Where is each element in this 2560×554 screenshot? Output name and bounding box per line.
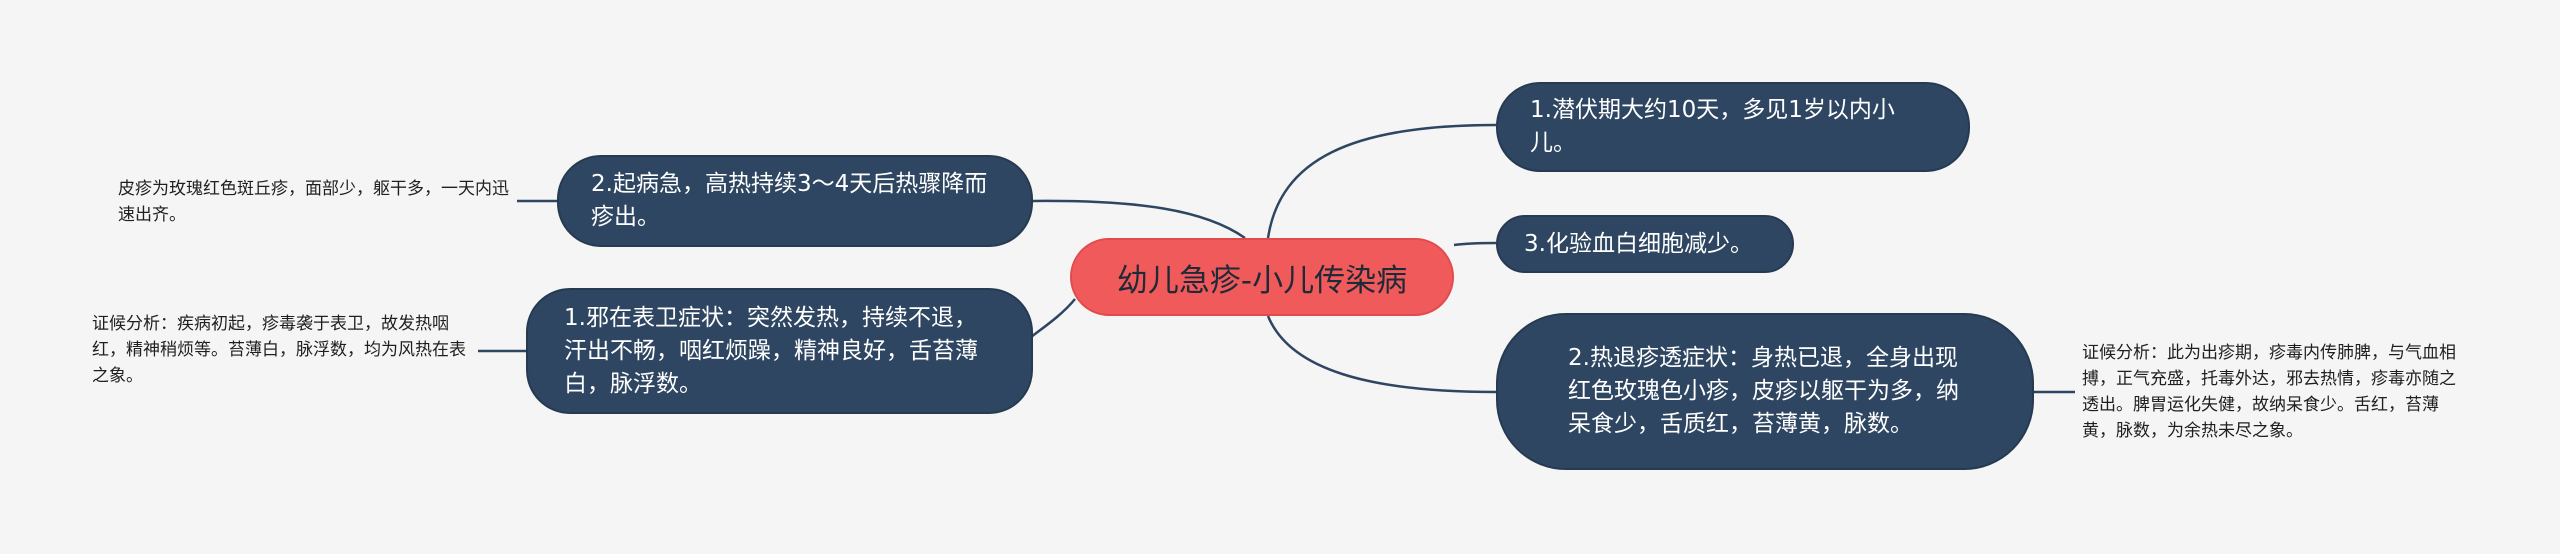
branch-right-top-label: 1.潜伏期大约10天，多见1岁以内小儿。 <box>1530 97 1895 156</box>
branch-right-top[interactable]: 1.潜伏期大约10天，多见1岁以内小儿。 <box>1496 82 1970 172</box>
branch-right-middle-label: 3.化验血白细胞减少。 <box>1524 230 1753 257</box>
branch-left-top-label: 2.起病急，高热持续3～4天后热骤降而疹出。 <box>591 171 988 230</box>
connector-root-to-right-bottom <box>1266 315 1497 394</box>
root-node[interactable]: 幼儿急疹-小儿传染病 <box>1070 238 1454 316</box>
leaf-right-bottom-text: 证候分析：此为出疹期，疹毒内传肺脾，与气血相搏，正气充盛，托毒外达，邪去热情，疹… <box>2082 343 2456 441</box>
branch-right-middle[interactable]: 3.化验血白细胞减少。 <box>1496 215 1794 273</box>
branch-left-bottom[interactable]: 1.邪在表卫症状：突然发热，持续不退，汗出不畅，咽红烦躁，精神良好，舌苔薄白，脉… <box>526 288 1033 414</box>
leaf-left-top-text: 皮疹为玫瑰红色斑丘疹，面部少，躯干多，一天内迅速出齐。 <box>118 179 509 225</box>
connector-root-to-right-middle <box>1453 241 1497 247</box>
root-label: 幼儿急疹-小儿传染病 <box>1116 262 1408 299</box>
branch-left-top[interactable]: 2.起病急，高热持续3～4天后热骤降而疹出。 <box>557 155 1033 247</box>
connector-root-to-right-top <box>1266 123 1497 239</box>
branch-right-bottom-label: 2.热退疹透症状：身热已退，全身出现红色玫瑰色小疹，皮疹以躯干为多，纳呆食少，舌… <box>1568 345 1959 437</box>
leaf-left-bottom[interactable]: 证候分析：疾病初起，疹毒袭于表卫，故发热咽红，精神稍烦等。苔薄白，脉浮数，均为风… <box>92 311 476 389</box>
leaf-right-bottom[interactable]: 证候分析：此为出疹期，疹毒内传肺脾，与气血相搏，正气充盛，托毒外达，邪去热情，疹… <box>2082 340 2472 444</box>
connector-root-to-left-top <box>1032 199 1246 240</box>
leaf-left-top[interactable]: 皮疹为玫瑰红色斑丘疹，面部少，躯干多，一天内迅速出齐。 <box>118 176 512 228</box>
branch-right-bottom[interactable]: 2.热退疹透症状：身热已退，全身出现红色玫瑰色小疹，皮疹以躯干为多，纳呆食少，舌… <box>1496 313 2034 470</box>
leaf-left-bottom-text: 证候分析：疾病初起，疹毒袭于表卫，故发热咽红，精神稍烦等。苔薄白，脉浮数，均为风… <box>92 314 466 386</box>
branch-left-bottom-label: 1.邪在表卫症状：突然发热，持续不退，汗出不畅，咽红烦躁，精神良好，舌苔薄白，脉… <box>564 304 978 397</box>
